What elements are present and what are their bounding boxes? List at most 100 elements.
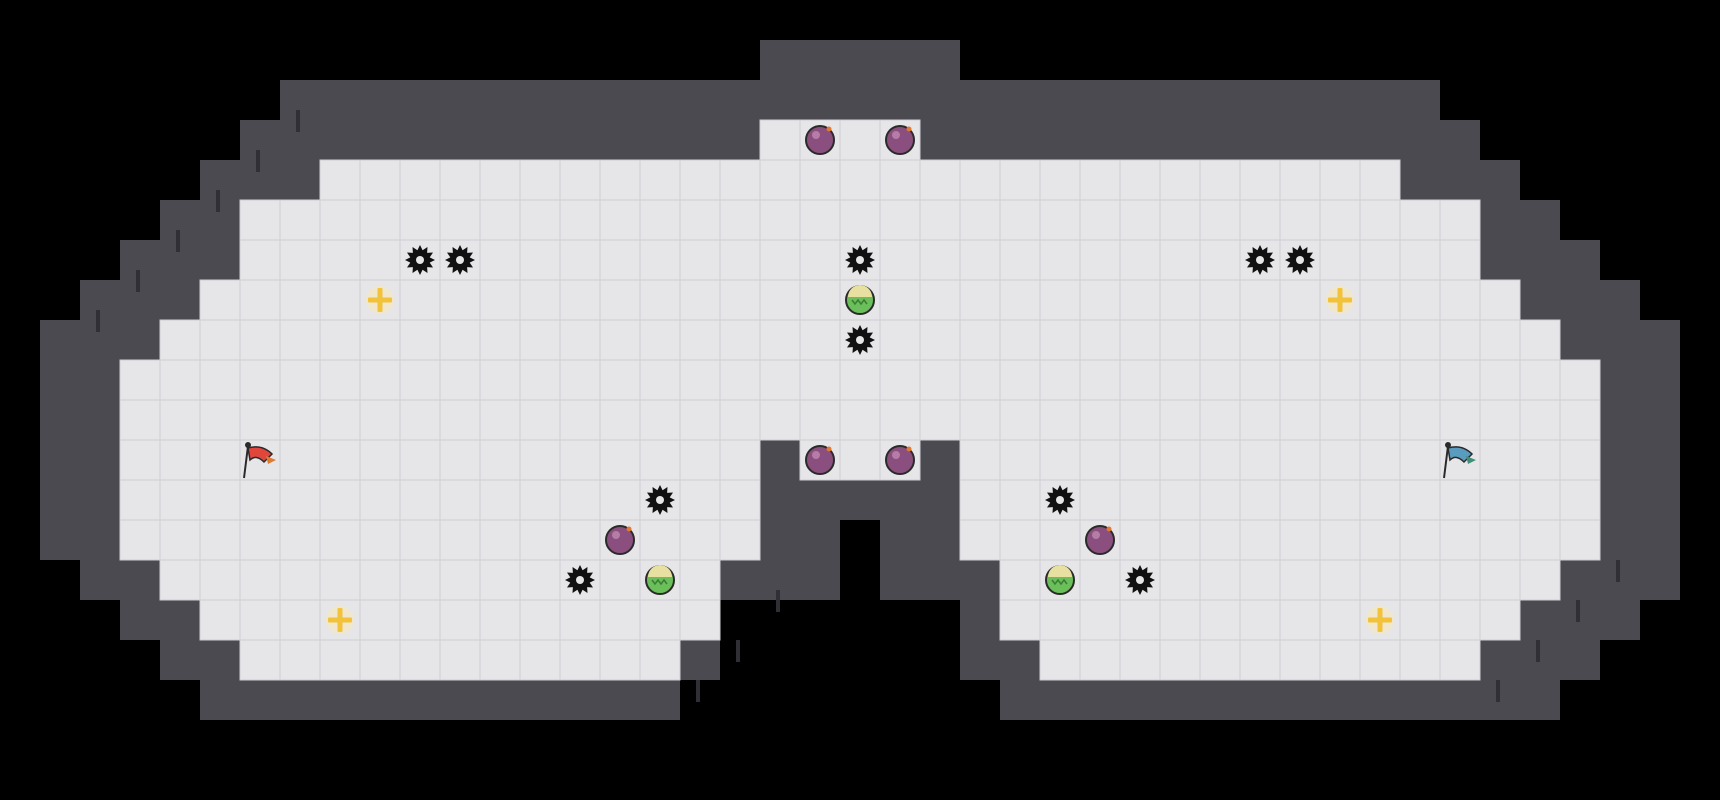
floor-tile (1119, 319, 1161, 361)
floor-tile (199, 599, 241, 641)
floor-tile (319, 199, 361, 241)
floor-tile (1279, 639, 1321, 681)
floor-tile (1439, 279, 1481, 321)
floor-tile (1439, 639, 1481, 681)
floor-tile (279, 479, 321, 521)
floor-tile (879, 359, 921, 401)
floor-tile (319, 439, 361, 481)
floor-tile (599, 559, 641, 601)
floor-tile (1199, 599, 1241, 641)
floor-tile (1199, 159, 1241, 201)
floor-tile (1199, 359, 1241, 401)
floor-tile (479, 519, 521, 561)
floor-tile (359, 399, 401, 441)
floor-tile (159, 439, 201, 481)
floor-tile (1199, 239, 1241, 281)
bomb-icon (805, 125, 835, 155)
floor-tile (479, 319, 521, 361)
floor-tile (1079, 279, 1121, 321)
floor-tile (519, 159, 561, 201)
floor-tile (559, 239, 601, 281)
floor-tile (1199, 439, 1241, 481)
floor-tile (959, 199, 1001, 241)
floor-tile (319, 239, 361, 281)
floor-tile (759, 159, 801, 201)
floor-tile (639, 519, 681, 561)
floor-tile (959, 479, 1001, 521)
floor-tile (1439, 559, 1481, 601)
floor-tile (1279, 199, 1321, 241)
floor-tile (199, 319, 241, 361)
floor-tile (879, 239, 921, 281)
floor-tile (239, 279, 281, 321)
floor-tile (119, 519, 161, 561)
floor-tile (1439, 199, 1481, 241)
floor-tile (1399, 639, 1441, 681)
floor-tile (399, 399, 441, 441)
floor-tile (239, 479, 281, 521)
floor-tile (679, 439, 721, 481)
floor-tile (999, 399, 1041, 441)
floor-tile (919, 279, 961, 321)
floor-tile (1159, 319, 1201, 361)
floor-tile (239, 399, 281, 441)
floor-tile (1279, 559, 1321, 601)
floor-tile (559, 439, 601, 481)
floor-tile (719, 159, 761, 201)
boost-pad-icon (1045, 565, 1075, 595)
floor-tile (1279, 479, 1321, 521)
wall-notch (296, 110, 300, 132)
floor-tile (1439, 479, 1481, 521)
floor-tile (719, 199, 761, 241)
floor-tile (1479, 359, 1521, 401)
floor-tile (999, 519, 1041, 561)
floor-tile (1399, 479, 1441, 521)
floor-tile (1319, 159, 1361, 201)
floor-tile (1199, 559, 1241, 601)
floor-tile (239, 359, 281, 401)
floor-tile (1239, 359, 1281, 401)
floor-tile (1519, 399, 1561, 441)
floor-tile (559, 399, 601, 441)
floor-tile (1399, 599, 1441, 641)
spike-icon (405, 245, 435, 275)
floor-tile (599, 639, 641, 681)
floor-tile (1079, 399, 1121, 441)
floor-tile (999, 199, 1041, 241)
floor-tile (359, 559, 401, 601)
floor-tile (239, 519, 281, 561)
floor-tile (1159, 279, 1201, 321)
floor-tile (759, 239, 801, 281)
spike-icon (445, 245, 475, 275)
floor-tile (1279, 319, 1321, 361)
floor-tile (359, 479, 401, 521)
floor-tile (999, 239, 1041, 281)
spike-icon (845, 325, 875, 355)
floor-tile (1079, 599, 1121, 641)
floor-tile (439, 599, 481, 641)
floor-tile (239, 599, 281, 641)
floor-tile (759, 119, 801, 161)
floor-tile (599, 359, 641, 401)
floor-tile (1199, 319, 1241, 361)
floor-tile (1279, 519, 1321, 561)
floor-tile (639, 239, 681, 281)
wall-notch (1576, 600, 1580, 622)
wall-notch (216, 190, 220, 212)
floor-tile (679, 159, 721, 201)
floor-tile (919, 199, 961, 241)
floor-tile (1279, 159, 1321, 201)
floor-tile (559, 319, 601, 361)
object-layer (243, 125, 1476, 634)
floor-tile (359, 199, 401, 241)
floor-tile (519, 639, 561, 681)
floor-tile (1559, 439, 1601, 481)
floor-tile (399, 519, 441, 561)
floor-tile (439, 439, 481, 481)
floor-tile (719, 439, 761, 481)
floor-tile (1399, 199, 1441, 241)
floor-tile (119, 399, 161, 441)
floor-tile (1399, 319, 1441, 361)
floor-tile (1519, 439, 1561, 481)
floor-tile (799, 199, 841, 241)
